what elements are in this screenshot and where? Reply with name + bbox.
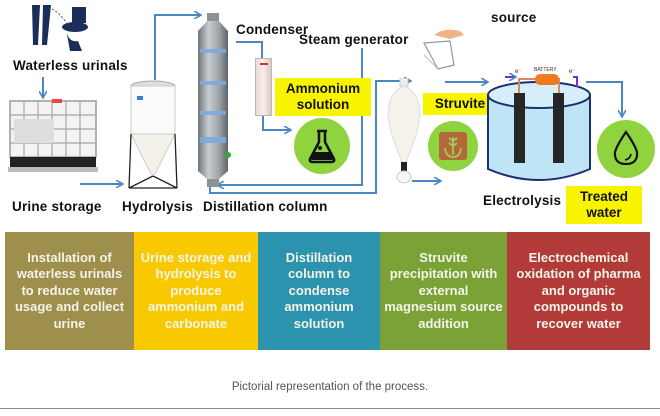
ibc-tank-icon	[6, 97, 102, 177]
flask-icon-circle	[294, 118, 350, 174]
condenser-icon	[255, 58, 272, 116]
arrow-electrolysis-to-water	[586, 81, 622, 116]
step-5-electrochemical-oxidation: Electrochemical oxidation of pharma and …	[507, 232, 650, 350]
process-steps-strip: Installation of waterless urinals to red…	[5, 232, 655, 350]
divider	[0, 408, 660, 409]
callout-ammonium-solution: Ammonium solution	[275, 78, 371, 116]
figure-caption: Pictorial representation of the process.	[231, 381, 429, 393]
label-waterless-urinals: Waterless urinals	[13, 58, 128, 73]
battery-label: BATTERY	[534, 67, 557, 73]
electrolysis-cell-icon	[485, 65, 593, 187]
label-condenser: Condenser	[236, 22, 309, 37]
toilet-icon	[30, 5, 88, 51]
callout-struvite: Struvite	[423, 93, 497, 115]
arrow-condenser-to-flask	[262, 116, 290, 130]
arrow-column-to-condenser	[236, 41, 263, 58]
conical-tank-icon	[127, 80, 179, 190]
water-drop-icon-circle	[597, 120, 655, 178]
label-distillation-column: Distillation column	[203, 199, 328, 214]
label-steam-generator: Steam generator	[299, 32, 409, 47]
step-2-storage-hydrolysis: Urine storage and hydrolysis to produce …	[134, 232, 258, 350]
arrow-column-to-struvite	[209, 81, 410, 194]
step-1-urinal-installation: Installation of waterless urinals to red…	[5, 232, 134, 350]
label-urine-storage: Urine storage	[12, 199, 102, 214]
distillation-column-icon	[192, 13, 234, 188]
electron-right-label: e⁻	[569, 69, 576, 75]
callout-treated-water: Treated water	[566, 186, 642, 224]
separatory-funnel-icon	[386, 77, 422, 188]
flask-icon	[308, 129, 336, 164]
water-drop-icon	[613, 130, 639, 166]
fertilizer-bag-icon	[439, 132, 467, 160]
label-source: source	[491, 10, 537, 25]
pouring-hand-icon	[420, 25, 470, 75]
step-3-distillation: Distillation column to condense ammonium…	[258, 232, 380, 350]
label-electrolysis: Electrolysis	[483, 193, 562, 208]
step-4-struvite-precipitation: Struvite precipitation with external mag…	[380, 232, 507, 350]
fertilizer-bag-icon-circle	[428, 121, 478, 171]
label-hydrolysis: Hydrolysis	[122, 199, 194, 214]
arrow-hydrolysis-to-column	[154, 15, 200, 80]
electron-left-label: e⁻	[515, 69, 522, 75]
